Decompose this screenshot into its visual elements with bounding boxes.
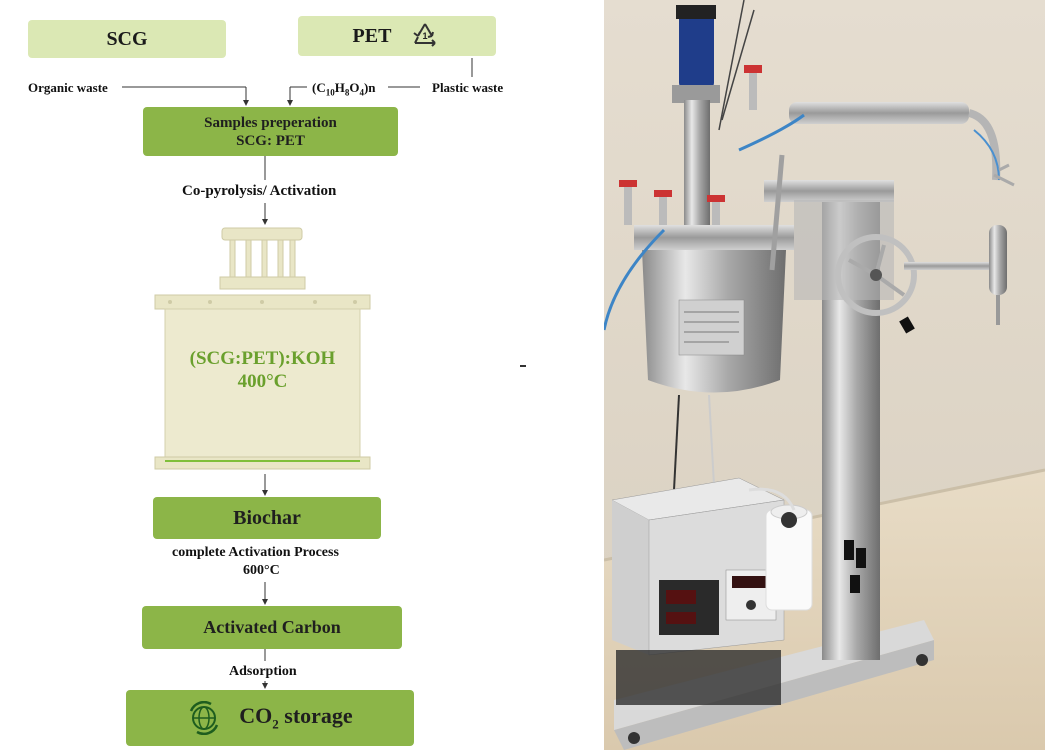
scg-label: SCG xyxy=(106,27,148,50)
plastic-waste-label: Plastic waste xyxy=(432,80,504,95)
scg-box: SCG xyxy=(28,20,226,58)
co2-storage-label: CO2 storage xyxy=(239,703,353,732)
plastic-formula-label: (C10H8O4)n xyxy=(312,80,376,98)
samples-preparation-box: Samples preperation SCG: PET xyxy=(143,107,398,156)
activated-carbon-label: Activated Carbon xyxy=(203,617,341,637)
reactor-photo xyxy=(602,0,1045,750)
copyrolysis-label: Co-pyrolysis/ Activation xyxy=(182,183,337,199)
recycle-icon: 1 xyxy=(409,21,441,51)
svg-text:1: 1 xyxy=(423,31,428,41)
pet-box: PET 1 xyxy=(298,16,496,56)
organic-waste-label: Organic waste xyxy=(28,80,108,95)
samples-preparation-ratio: SCG: PET xyxy=(236,132,305,149)
connector-lines xyxy=(122,58,526,689)
reactor-temperature-label: 400°C xyxy=(237,371,288,392)
activation-process-label: complete Activation Process xyxy=(172,545,339,560)
globe-recycle-icon xyxy=(187,700,221,736)
biochar-box: Biochar xyxy=(153,497,381,539)
pet-label: PET xyxy=(352,24,392,47)
adsorption-label: Adsorption xyxy=(229,664,297,679)
reactor-vessel: (SCG:PET):KOH 400°C xyxy=(150,225,375,475)
co2-storage-box: CO2 storage xyxy=(126,690,414,746)
activated-carbon-box: Activated Carbon xyxy=(142,606,402,649)
reactor-mixture-label: (SCG:PET):KOH xyxy=(189,348,336,369)
biochar-label: Biochar xyxy=(233,506,301,529)
samples-preparation-title: Samples preperation xyxy=(204,114,337,131)
activation-temperature-label: 600°C xyxy=(243,563,280,578)
